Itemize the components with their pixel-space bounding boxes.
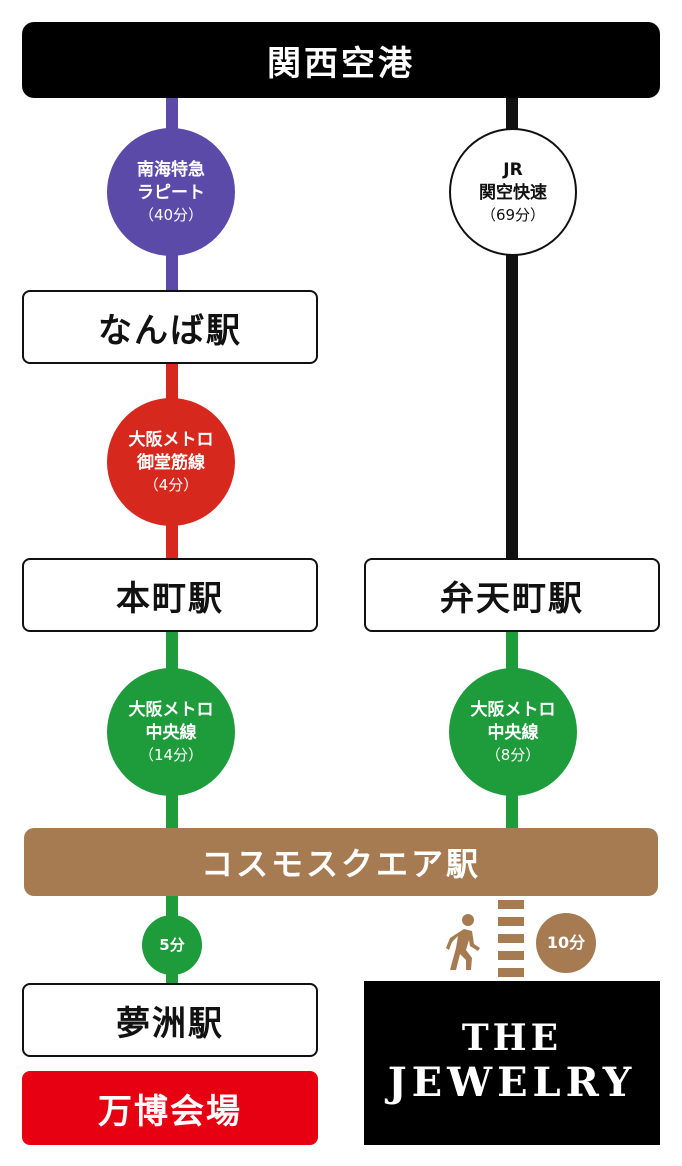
expo-venue-box: 万博会場	[22, 1071, 318, 1145]
chuo-bentencho-route-time: （8分）	[485, 745, 541, 764]
chuo-bentencho-route-name: 大阪メトロ	[470, 699, 556, 720]
jr-route-circle: JR 関空快速 （69分）	[449, 128, 577, 256]
the-jewelry-line2: JEWELRY	[387, 1058, 637, 1106]
yumeshima-station: 夢洲駅	[22, 983, 318, 1057]
midosuji-route-subname: 御堂筋線	[137, 452, 205, 473]
bentencho-station: 弁天町駅	[364, 558, 660, 632]
the-jewelry-logo: THE JEWELRY	[364, 981, 660, 1145]
chuo-bentencho-route-subname: 中央線	[487, 722, 539, 743]
nankai-route-circle: 南海特急 ラピート （40分）	[107, 128, 235, 256]
nankai-route-time: （40分）	[138, 205, 204, 224]
yumeshima-station-label: 夢洲駅	[116, 1003, 224, 1044]
nankai-route-subname: ラピート	[137, 182, 205, 203]
expo-venue-label: 万博会場	[98, 1091, 242, 1132]
jr-route-name: JR	[503, 159, 523, 180]
nankai-route-name: 南海特急	[137, 159, 205, 180]
midosuji-route-name: 大阪メトロ	[128, 429, 214, 450]
chuo-route-circle-hommachi: 大阪メトロ 中央線 （14分）	[107, 668, 235, 796]
bentencho-station-label: 弁天町駅	[440, 578, 584, 619]
chuo-hommachi-route-name: 大阪メトロ	[128, 699, 214, 720]
midosuji-route-circle: 大阪メトロ 御堂筋線 （4分）	[107, 398, 235, 526]
midosuji-route-time: （4分）	[143, 475, 199, 494]
cosmosquare-station-label: コスモスクエア駅	[200, 845, 481, 883]
namba-station-label: なんば駅	[98, 310, 242, 351]
chuo-route-circle-bentencho: 大阪メトロ 中央線 （8分）	[449, 668, 577, 796]
chuo-hommachi-route-subname: 中央線	[145, 722, 197, 743]
kansai-airport-bar: 関西空港	[22, 22, 660, 98]
jr-route-time: （69分）	[480, 205, 546, 224]
walk-time-circle: 10分	[536, 913, 596, 973]
chuo-hommachi-route-time: （14分）	[138, 745, 204, 764]
jr-route-subname: 関空快速	[479, 182, 547, 203]
hommachi-station: 本町駅	[22, 558, 318, 632]
hommachi-station-label: 本町駅	[116, 578, 224, 619]
yumeshima-time-label: 5分	[159, 935, 185, 954]
walk-time-label: 10分	[546, 933, 586, 953]
yumeshima-time-circle: 5分	[142, 915, 202, 975]
kansai-airport-label: 関西空港	[267, 43, 415, 84]
walkway-stripes	[498, 900, 524, 980]
cosmosquare-station-bar: コスモスクエア駅	[24, 828, 658, 896]
namba-station: なんば駅	[22, 290, 318, 364]
walking-person-icon	[444, 912, 484, 972]
the-jewelry-line1: THE	[461, 1017, 563, 1060]
